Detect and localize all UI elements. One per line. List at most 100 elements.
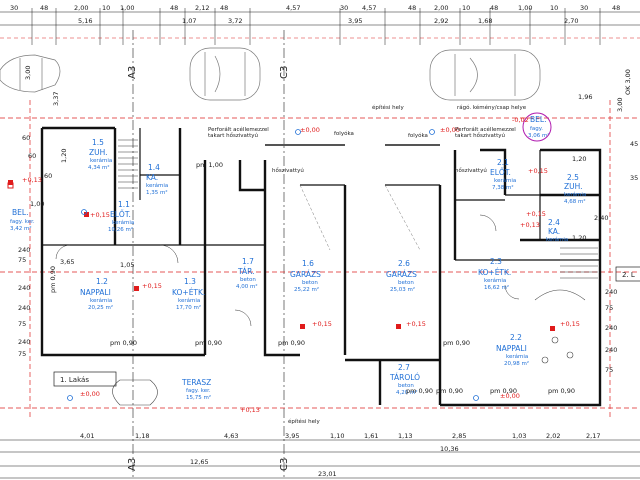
dim-text: 1,20 (572, 155, 586, 163)
red-markers (7, 180, 555, 331)
level-label: ±0,00 (80, 390, 100, 398)
room-number: BEL. (530, 115, 546, 124)
room-material: kerámia (178, 297, 200, 304)
dim-text: 23,01 (318, 470, 337, 478)
room-number: BEL. (12, 208, 28, 217)
dim-text: 75 (18, 350, 26, 358)
dim-text: 45 (630, 140, 638, 148)
room-number: 1.7 (242, 257, 254, 266)
dim-text: 3,00 (616, 98, 624, 112)
parapet-label: pm 0,90 (49, 266, 57, 293)
room-name: TÁR. (237, 267, 254, 276)
level-label: +0,15 (406, 320, 426, 328)
room-material: kerámia (494, 177, 516, 184)
chimney-note: rágó. kémény/csap helye (457, 104, 527, 111)
right-side-dims: OK 3,00 1,96 3,00 1,20 2,40 1,20 240 75 … (572, 69, 638, 374)
dim-text: 1,05 (120, 261, 134, 269)
room-area: 15,75 m² (186, 394, 211, 401)
apartment-label-box (615, 266, 640, 282)
door-swings (55, 214, 520, 327)
dim-text: 1,00 (120, 4, 134, 12)
heatpump-label: hőszivattyú (455, 167, 487, 174)
top-dim-ticks (31, 8, 601, 45)
blue-markers (67, 129, 479, 401)
room-name: KO+ÉTK. (172, 288, 205, 297)
dim-text: 240 (605, 346, 617, 354)
drain-label: folyóka (334, 130, 354, 137)
dim-text: 1,68 (478, 17, 492, 25)
dim-text: 1,00 (518, 4, 532, 12)
dim-text: 60 (44, 172, 52, 180)
room-number: 1.1 (118, 200, 130, 209)
dim-text: 1,18 (135, 432, 149, 440)
top-dim-text-row1: 30 48 2,00 10 1,00 48 2,12 48 4,57 30 4,… (10, 4, 620, 12)
room-1-6: 1.6 GARÁZS beton 25,22 m² (290, 259, 321, 293)
room-name: KO+ÉTK. (478, 268, 511, 277)
dim-text: 240 (18, 246, 30, 254)
room-name: TERASZ (181, 378, 211, 387)
dim-text: 3,00 (24, 66, 32, 80)
level-label: +0,15 (142, 282, 162, 290)
room-name: GARÁZS (386, 270, 417, 279)
dim-text: 75 (605, 304, 613, 312)
room-material: fagy. ker. (10, 219, 35, 225)
level-label: +0,15 (312, 320, 332, 328)
room-material: kerámia (564, 191, 586, 198)
room-area: 16,62 m² (484, 284, 509, 291)
room-number: 1.5 (92, 138, 104, 147)
room-1-4: 1.4 KA. kerámia 1,35 m² (146, 163, 168, 196)
dim-text: OK 3,00 (624, 69, 632, 95)
room-material: beton (398, 383, 414, 389)
dim-text: 48 (170, 4, 178, 12)
room-area: 25,03 m² (390, 286, 415, 293)
dim-text: 48 (612, 4, 620, 12)
room-area: 3,42 m² (10, 225, 32, 232)
parapet-label: pm 0,90 (278, 339, 305, 347)
axis-label-c3-bottom: C3 (279, 458, 290, 471)
parapet-label: pm 0,90 (490, 387, 517, 395)
heatpump-label: hőszivattyú (272, 167, 304, 174)
dim-text: 2,85 (452, 432, 466, 440)
room-2-4: 2.4 KA. kerámia (546, 218, 568, 243)
dim-text: 240 (605, 288, 617, 296)
apartment-label-box (53, 371, 117, 387)
room-area: 4,68 m² (564, 198, 586, 205)
room-name: ELŐT. (490, 168, 511, 177)
dim-text: 4,57 (362, 4, 376, 12)
level-label: +0,15 (560, 320, 580, 328)
room-number: 2.6 (398, 259, 410, 268)
room-terasz: TERASZ fagy. ker. 15,75 m² (181, 378, 211, 401)
dim-text: 10,36 (440, 445, 459, 453)
room-1-2: 1.2 NAPPALI kerámia 20,25 m² (80, 277, 113, 311)
room-1-1: 1.1 ELŐT. kerámia 10,26 m² (108, 200, 134, 233)
perforated-note: takart hőszivattyú (208, 132, 258, 139)
dim-text: 1,00 (30, 200, 44, 208)
level-label: +0,13 (520, 221, 540, 229)
dim-text: 48 (408, 4, 416, 12)
bottom-dimension-lines (0, 439, 640, 479)
dim-text: 48 (40, 4, 48, 12)
room-material: kerámia (90, 297, 112, 304)
level-label: +0,15 (90, 211, 110, 219)
level-label: +0,13 (22, 176, 42, 184)
room-material: fagy. (530, 126, 543, 132)
dim-text: 1,96 (578, 93, 592, 101)
car-center (189, 47, 261, 101)
level-label: ±0,00 (300, 126, 320, 134)
dim-text: 10 (102, 4, 110, 12)
exterior-walls (40, 126, 602, 407)
room-area: 1,35 m² (146, 189, 168, 196)
room-number: 2.5 (567, 173, 579, 182)
axis-label-c3-top: C3 (279, 66, 290, 79)
dim-text: 240 (18, 284, 30, 292)
level-markers: ±0,00 +0,15 +0,13 -0,02 ±0,00 +0,15 +0,1… (22, 116, 580, 414)
bottom-dim-text: 4,01 1,18 4,63 3,95 1,10 1,61 1,13 2,85 … (80, 432, 600, 478)
room-2-6: 2.6 GARÁZS beton 25,03 m² (386, 259, 417, 293)
dim-text: 12,65 (190, 458, 209, 466)
room-number: 1.6 (302, 259, 314, 268)
dim-text: 240 (18, 338, 30, 346)
room-material: beton (302, 280, 318, 286)
room-material: kerámia (90, 157, 112, 164)
dim-text: 75 (18, 256, 26, 264)
